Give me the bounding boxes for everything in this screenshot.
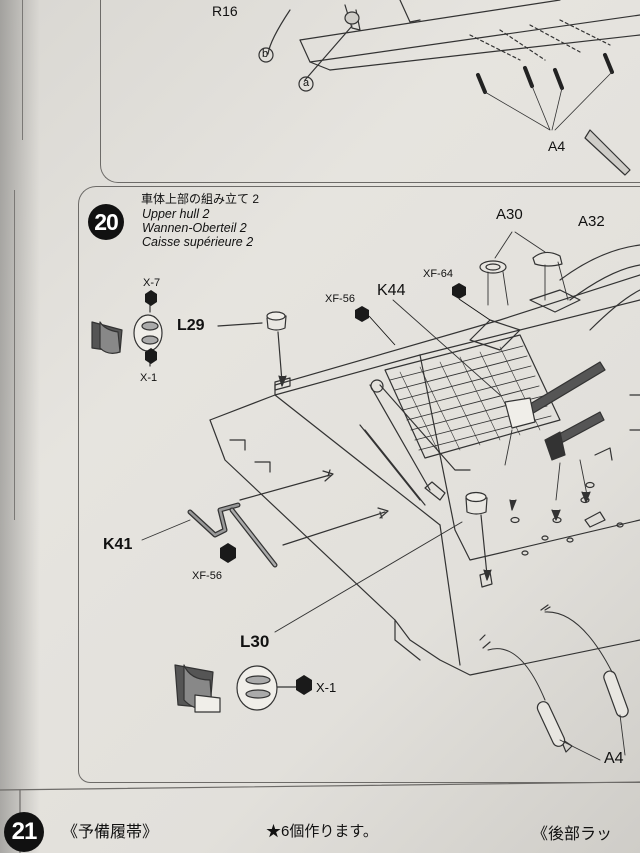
- part-l30: [274, 491, 492, 633]
- label-xf56-top: XF-56: [325, 293, 355, 305]
- label-k41: K41: [103, 536, 133, 553]
- part-k44-tools: [392, 299, 606, 521]
- page-shadow: [0, 0, 40, 853]
- label-x1-top: X-1: [140, 372, 158, 384]
- engine-grille: [384, 334, 561, 459]
- label-l30: L30: [240, 632, 270, 651]
- callout-a: a: [303, 77, 310, 89]
- label-x7: X-7: [143, 277, 161, 289]
- step21-title-ja: 《予備履帯》: [62, 824, 159, 841]
- l30-detail: [174, 664, 297, 713]
- step19-panel: [100, 0, 640, 183]
- step20-title-de: Wannen-Oberteil 2: [142, 221, 247, 235]
- callout-b: b: [262, 48, 269, 60]
- xf56-bottom-hex-icon: [220, 543, 236, 563]
- l29-detail: [91, 299, 163, 367]
- label-a4-bottom: A4: [604, 750, 624, 767]
- label-a4-top: A4: [548, 138, 566, 154]
- xf56-top-hex-icon: [355, 306, 369, 322]
- left-page-edge-lower: [14, 190, 15, 520]
- xf64-hex-icon: [452, 283, 466, 299]
- step21-note-ja: ★6個作ります。: [266, 823, 378, 840]
- step19-hull-drawing: [258, 0, 640, 176]
- label-x1-bottom: X-1: [316, 680, 337, 695]
- step-number-20: 20: [88, 204, 124, 240]
- x1-top-hex-icon: [145, 348, 157, 364]
- step20-title-ja: 車体上部の組み立て 2: [141, 192, 260, 206]
- step20-title-fr: Caisse supérieure 2: [142, 235, 254, 249]
- label-xf56-bottom: XF-56: [192, 570, 222, 582]
- step-number-21: 21: [4, 812, 44, 852]
- x7-hex-icon: [145, 290, 157, 306]
- part-l29: [217, 311, 291, 391]
- label-k44: K44: [377, 282, 406, 299]
- label-xf64: XF-64: [423, 268, 453, 280]
- upper-hull-drawing: [209, 244, 640, 676]
- x1-bottom-hex-icon: [296, 675, 312, 695]
- label-r16: R16: [212, 3, 238, 19]
- step20-panel: [78, 186, 640, 783]
- label-a32: A32: [578, 213, 605, 230]
- next-section-title-ja: 《後部ラッ: [532, 826, 613, 843]
- part-a30-hatches: [479, 231, 569, 306]
- part-a4-hooks: [482, 604, 629, 761]
- label-a30: A30: [496, 206, 523, 223]
- left-page-edge: [22, 0, 23, 140]
- part-k41-crank: [141, 470, 389, 568]
- step20-title-en: Upper hull 2: [142, 207, 210, 221]
- label-l29: L29: [177, 317, 205, 334]
- paint-markers: [145, 283, 466, 695]
